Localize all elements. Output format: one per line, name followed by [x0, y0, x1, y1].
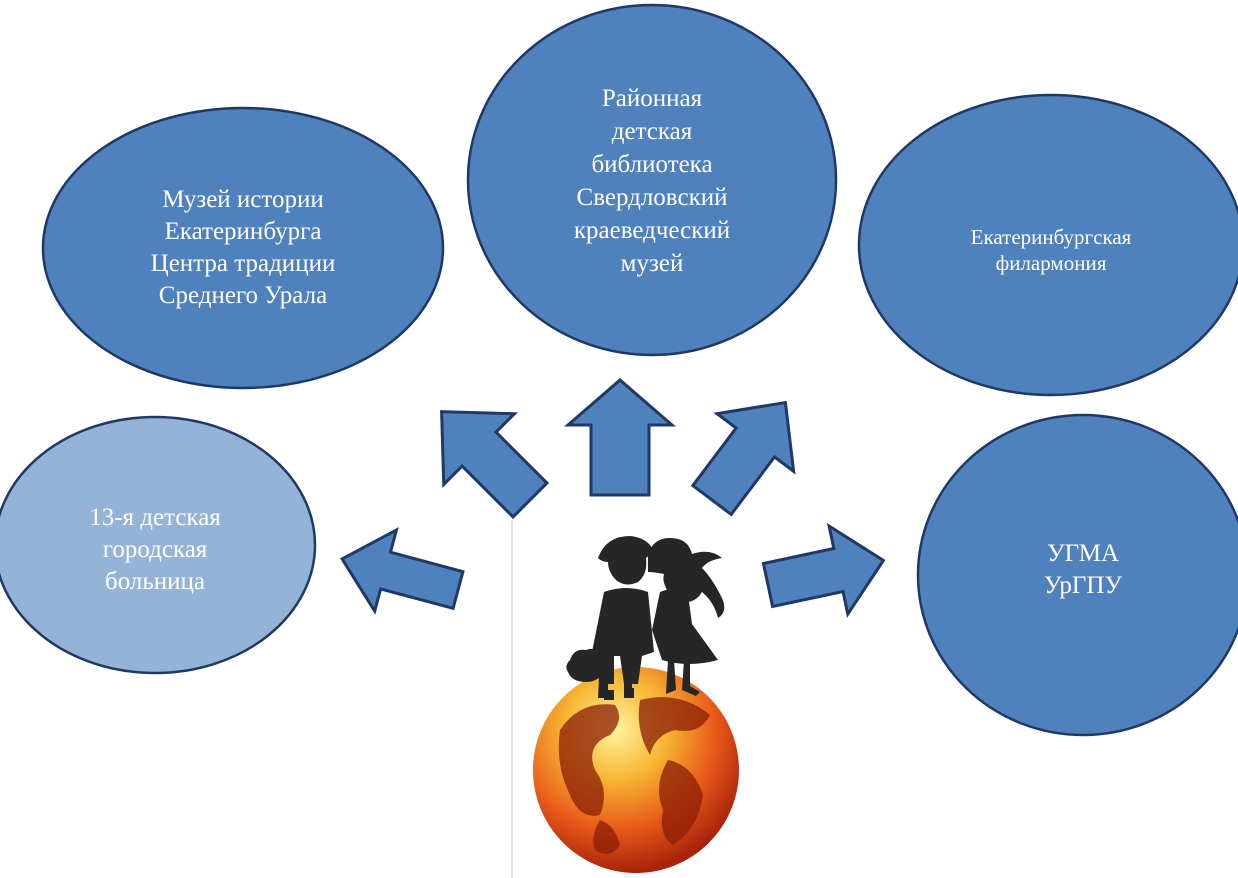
node-hospital-label: 13-я детская городская больница [89, 504, 221, 595]
node-museum-history-ellipse [41, 106, 445, 390]
node-universities-label: УГМА УрГПУ [1043, 540, 1123, 599]
arrow-to-universities [761, 522, 886, 618]
arrow-to-hospital [339, 527, 465, 615]
node-universities-ellipse [916, 413, 1238, 737]
node-philharmonic-ellipse [857, 93, 1238, 397]
arrow-to-philharmonic [690, 400, 796, 517]
boy-silhouette [566, 536, 656, 700]
arrow-to-library-museum [563, 378, 677, 497]
node-library-museum-ellipse [466, 3, 838, 357]
children-on-globe-icon [533, 536, 739, 873]
arrow-to-museum-history [440, 410, 550, 520]
node-library-museum-label: Районная детская библиотека Свердловский… [573, 85, 731, 277]
girl-silhouette [648, 538, 725, 696]
node-hospital-ellipse [0, 415, 317, 675]
node-philharmonic-label: Екатеринбургская филармония [970, 225, 1132, 275]
node-museum-history-label: Музей истории Екатеринбурга Центра тради… [150, 186, 336, 309]
globe-continents [558, 697, 710, 854]
